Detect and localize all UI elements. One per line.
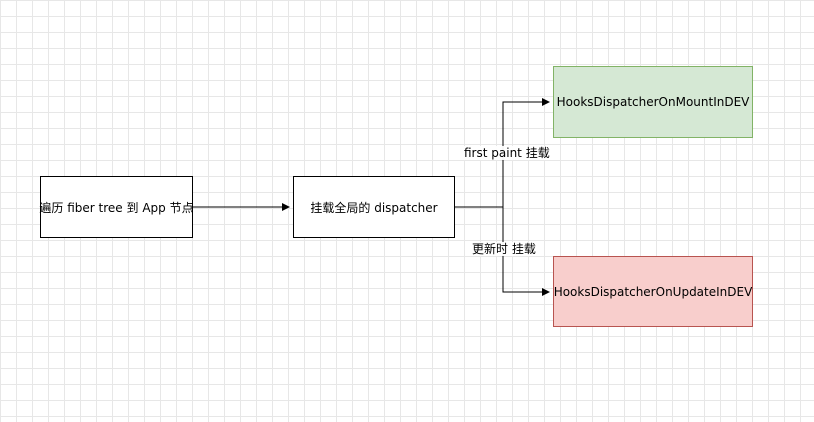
node-traverse-fiber-tree: 遍历 fiber tree 到 App 节点	[39, 176, 194, 238]
node-label: HooksDispatcherOnUpdateInDEV	[553, 284, 753, 299]
node-mount-global-dispatcher: 挂载全局的 dispatcher	[293, 176, 455, 238]
node-hooks-dispatcher-mount: HooksDispatcherOnMountInDEV	[553, 66, 753, 138]
edge-label-first-paint: first paint 挂载	[463, 146, 551, 160]
node-label: HooksDispatcherOnMountInDEV	[556, 95, 750, 109]
node-hooks-dispatcher-update: HooksDispatcherOnUpdateInDEV	[553, 256, 753, 327]
node-label: 遍历 fiber tree 到 App 节点	[39, 200, 194, 215]
node-label: 挂载全局的 dispatcher	[310, 200, 438, 215]
edge-label-update: 更新时 挂载	[471, 242, 537, 256]
